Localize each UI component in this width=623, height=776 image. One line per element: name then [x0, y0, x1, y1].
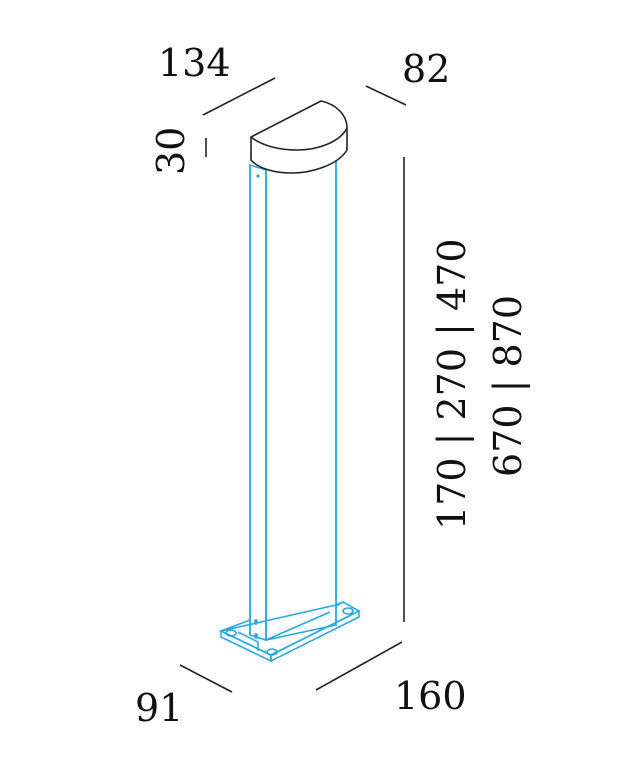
- base-width-dimension-line: [315, 641, 403, 691]
- cap-width-label: 134: [158, 41, 231, 85]
- cap-depth-label: 82: [402, 47, 450, 91]
- base-bolt-hole-icon: [266, 648, 278, 656]
- base-bolt-hole-icon: [225, 629, 237, 637]
- height-options-label-line2: 670 | 870: [486, 295, 530, 477]
- screw-dot: [256, 174, 260, 178]
- mount-hole: [254, 633, 258, 639]
- base-depth-label: 91: [135, 686, 183, 730]
- base-width-label: 160: [394, 674, 467, 718]
- mount-hole: [254, 619, 258, 625]
- base-depth-dimension-line: [179, 664, 233, 693]
- post-body: [249, 159, 337, 642]
- lamp-cap: [250, 100, 348, 174]
- cap-width-dimension-line: [202, 77, 276, 116]
- cap-height-label: 30: [149, 127, 193, 175]
- base-plate: [218, 601, 361, 663]
- height-options-label-line1: 170 | 270 | 470: [430, 238, 474, 530]
- base-bolt-hole-icon: [342, 607, 354, 615]
- cap-depth-dimension-line: [365, 85, 407, 106]
